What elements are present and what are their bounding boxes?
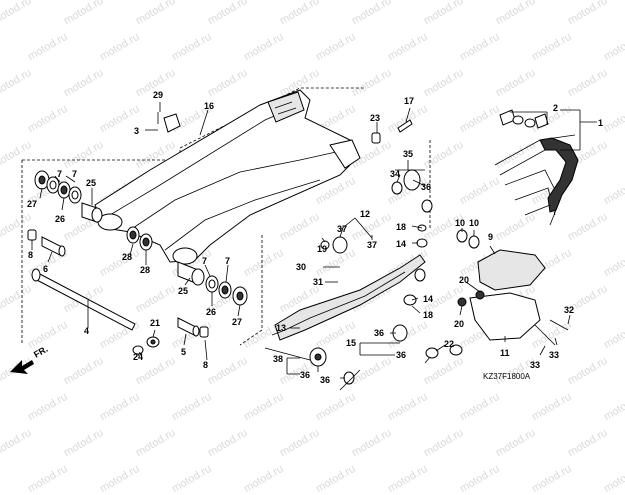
front-direction-arrow [10, 360, 34, 374]
callout-28a[interactable]: 28 [122, 252, 132, 262]
callout-26a[interactable]: 26 [55, 214, 65, 224]
callout-7b[interactable]: 7 [72, 169, 77, 179]
callout-30[interactable]: 30 [296, 262, 306, 272]
drive-chain [494, 109, 579, 226]
callout-36e[interactable]: 36 [320, 375, 330, 385]
callout-5[interactable]: 5 [181, 347, 186, 357]
callout-8a[interactable]: 8 [28, 250, 33, 260]
callout-8b[interactable]: 8 [203, 360, 208, 370]
callout-7c[interactable]: 7 [202, 256, 207, 266]
top-fasteners [157, 112, 413, 144]
callout-37a[interactable]: 37 [337, 224, 347, 234]
callout-22[interactable]: 22 [444, 339, 454, 349]
group-outlines [21, 87, 431, 346]
callout-36b[interactable]: 36 [374, 328, 384, 338]
callout-3[interactable]: 3 [134, 126, 139, 136]
callout-25b[interactable]: 25 [178, 286, 188, 296]
callout-4[interactable]: 4 [84, 326, 89, 336]
callout-18b[interactable]: 18 [423, 310, 433, 320]
chain-guide [449, 229, 569, 356]
callout-12[interactable]: 12 [360, 209, 370, 219]
callout-6[interactable]: 6 [43, 264, 48, 274]
callout-37b[interactable]: 37 [367, 240, 377, 250]
diagram-code: KZ37F1800A [483, 372, 531, 381]
left-bearing-stack [34, 170, 103, 223]
callout-20b[interactable]: 20 [454, 319, 464, 329]
callout-36a[interactable]: 36 [421, 182, 431, 192]
callout-21[interactable]: 21 [150, 318, 160, 328]
callout-23[interactable]: 23 [370, 113, 380, 123]
callout-labels: 1 2 3 4 5 6 7 7 7 7 8 8 9 10 10 11 12 13… [27, 90, 603, 385]
callout-18a[interactable]: 18 [396, 222, 406, 232]
leader-lines [31, 102, 597, 391]
callout-27b[interactable]: 27 [232, 317, 242, 327]
callout-19[interactable]: 19 [317, 244, 327, 254]
callout-28b[interactable]: 28 [140, 265, 150, 275]
callout-1[interactable]: 1 [598, 118, 603, 128]
callout-24[interactable]: 24 [133, 352, 143, 362]
callout-32[interactable]: 32 [564, 305, 574, 315]
callout-13[interactable]: 13 [276, 323, 286, 333]
callout-27a[interactable]: 27 [27, 199, 37, 209]
callout-10b[interactable]: 10 [469, 218, 479, 228]
right-bearing-stack [126, 226, 248, 306]
callout-9[interactable]: 9 [488, 232, 493, 242]
callout-33a[interactable]: 33 [530, 360, 540, 370]
callout-36d[interactable]: 36 [300, 370, 310, 380]
callout-2[interactable]: 2 [553, 103, 558, 113]
callout-29[interactable]: 29 [153, 90, 163, 100]
pivot-parts [27, 229, 209, 355]
callout-33b[interactable]: 33 [549, 350, 559, 360]
callout-38[interactable]: 38 [273, 354, 283, 364]
callout-31[interactable]: 31 [313, 277, 323, 287]
callout-36c[interactable]: 36 [396, 350, 406, 360]
callout-10a[interactable]: 10 [455, 218, 465, 228]
swingarm-diagram: 1 2 3 4 5 6 7 7 7 7 8 8 9 10 10 11 12 13… [10, 87, 603, 391]
callout-17[interactable]: 17 [404, 96, 414, 106]
callout-14b[interactable]: 14 [423, 294, 433, 304]
callout-20a[interactable]: 20 [459, 275, 469, 285]
callout-11[interactable]: 11 [500, 348, 510, 358]
callout-7d[interactable]: 7 [225, 256, 230, 266]
callout-16[interactable]: 16 [204, 101, 214, 111]
front-direction-label: FR. [32, 344, 50, 360]
callout-26b[interactable]: 26 [206, 307, 216, 317]
callout-14a[interactable]: 14 [396, 239, 406, 249]
callout-35[interactable]: 35 [403, 149, 413, 159]
callout-15[interactable]: 15 [346, 338, 356, 348]
chain-slider [274, 169, 439, 385]
callout-34[interactable]: 34 [390, 169, 400, 179]
callout-7a[interactable]: 7 [57, 169, 62, 179]
callout-25a[interactable]: 25 [86, 178, 96, 188]
